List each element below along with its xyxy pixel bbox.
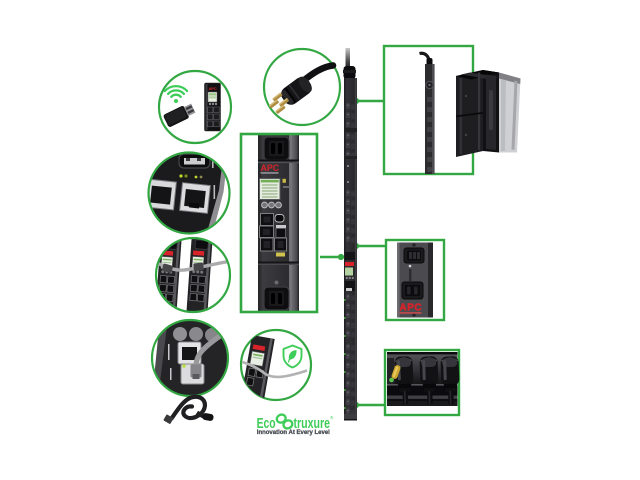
svg-text:®: ®	[330, 415, 334, 421]
svg-text:Innovation At Every Level: Innovation At Every Level	[257, 429, 330, 436]
svg-text:truxure: truxure	[294, 415, 331, 432]
svg-text:APC: APC	[400, 303, 422, 314]
svg-text:Eco: Eco	[257, 415, 276, 432]
svg-text:APC: APC	[209, 86, 217, 91]
svg-text:APC: APC	[261, 163, 280, 173]
